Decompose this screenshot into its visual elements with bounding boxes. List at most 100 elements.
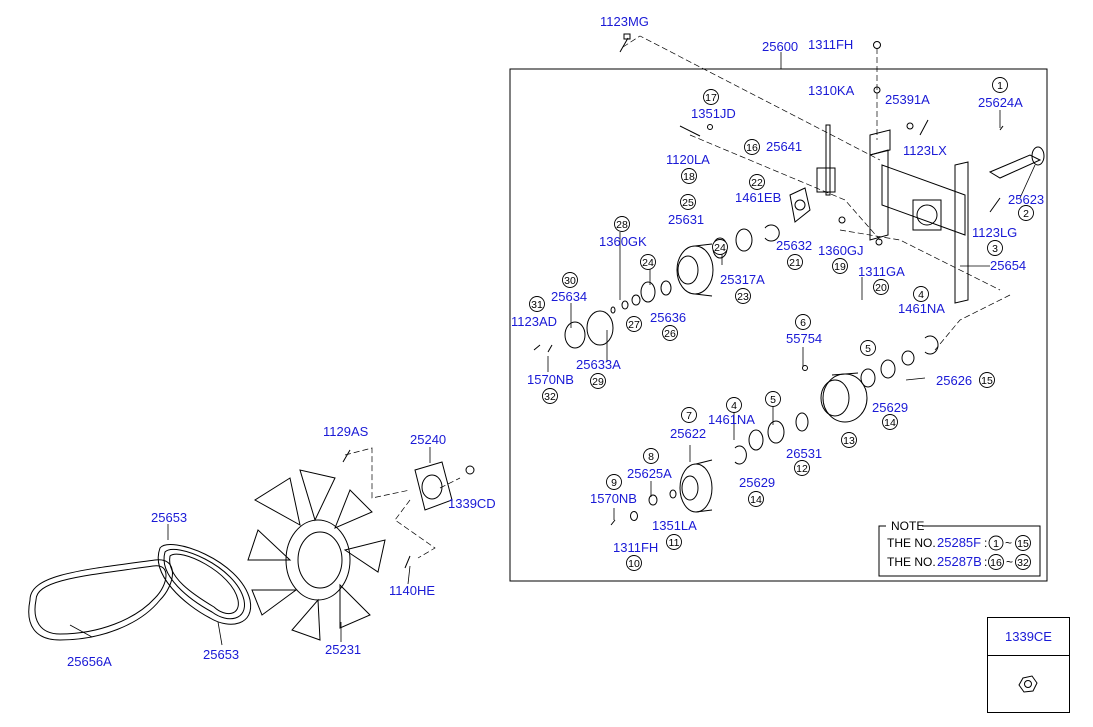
label-1360gj[interactable]: 1360GJ [818, 243, 864, 258]
plug-55754[interactable] [802, 365, 808, 371]
label-25629-a[interactable]: 25629 [872, 400, 908, 415]
washer-1310ka[interactable] [873, 86, 881, 94]
label-25641[interactable]: 25641 [766, 139, 802, 154]
label-1461na-b[interactable]: 1461NA [708, 412, 755, 427]
snap-ring-1461na-b[interactable] [734, 445, 747, 465]
label-1310ka[interactable]: 1310KA [808, 83, 855, 98]
label-1140he[interactable]: 1140HE [389, 583, 435, 598]
label-25633a[interactable]: 25633A [576, 357, 621, 372]
label-1311ga[interactable]: 1311GA [858, 264, 905, 279]
label-25631[interactable]: 25631 [668, 212, 704, 227]
label-25653-top[interactable]: 25653 [151, 510, 187, 525]
pin-1570nb-a[interactable] [547, 344, 553, 353]
bush-26531[interactable] [795, 412, 809, 432]
label-1351jd[interactable]: 1351JD [691, 106, 736, 121]
spacer-25636[interactable] [660, 280, 672, 296]
bolt-1123lx[interactable] [919, 119, 929, 136]
label-55754[interactable]: 55754 [786, 331, 822, 346]
label-25636[interactable]: 25636 [650, 310, 686, 325]
label-1311fh-top[interactable]: 1311FH [808, 37, 853, 52]
label-1120la[interactable]: 1120LA [666, 152, 710, 167]
nut-1360gj[interactable] [838, 216, 846, 224]
label-1570nb-b[interactable]: 1570NB [590, 491, 637, 506]
label-25231[interactable]: 25231 [325, 642, 361, 657]
label-25653-bot[interactable]: 25653 [203, 647, 239, 662]
label-25629-b[interactable]: 25629 [739, 475, 775, 490]
bearing-5b[interactable] [767, 420, 785, 444]
hub-13[interactable] [820, 372, 868, 423]
label-1123ad[interactable]: 1123AD [511, 314, 557, 329]
label-1123lx[interactable]: 1123LX [903, 143, 947, 158]
bolt-1123mg[interactable] [619, 33, 631, 53]
gasket-25633a[interactable] [586, 310, 614, 346]
label-25624a[interactable]: 25624A [978, 95, 1023, 110]
shaft-25623[interactable] [988, 125, 1045, 179]
fan-hub-25240[interactable] [414, 461, 453, 511]
label-1339cd[interactable]: 1339CD [448, 496, 496, 511]
bracket-25632[interactable] [789, 187, 811, 223]
label-25317a[interactable]: 25317A [720, 272, 765, 287]
pulley-25622[interactable] [679, 459, 713, 513]
bolt-1123lg[interactable] [989, 197, 1001, 213]
dashed-leaders [344, 35, 1011, 559]
washer-28[interactable] [610, 306, 616, 314]
snap-ring-1461na-a[interactable] [924, 335, 939, 355]
label-1123lg[interactable]: 1123LG [972, 225, 1017, 240]
inset-1339ce-label[interactable]: 1339CE [988, 618, 1069, 656]
pin-1570nb-b[interactable] [610, 519, 616, 526]
label-25623[interactable]: 25623 [1008, 192, 1044, 207]
svg-text:8: 8 [648, 451, 654, 463]
bolt-1140he[interactable] [404, 555, 411, 569]
cooling-fan-25231[interactable] [247, 469, 386, 641]
note-row2-from: 16 [990, 557, 1002, 569]
cover-25634[interactable] [564, 321, 586, 349]
bearing-5a[interactable] [860, 368, 876, 388]
nut-1311fh-top[interactable] [873, 41, 881, 49]
nut-1351jd[interactable] [707, 124, 713, 130]
label-1570nb-a[interactable]: 1570NB [527, 372, 574, 387]
label-25656a[interactable]: 25656A [67, 654, 112, 669]
seal-25629-a[interactable] [880, 359, 896, 379]
snap-ring-1461eb[interactable] [764, 224, 780, 242]
label-25600[interactable]: 25600 [762, 39, 798, 54]
belt-25656a[interactable] [28, 559, 173, 641]
washer-1360gk[interactable] [621, 300, 629, 310]
label-1123mg[interactable]: 1123MG [600, 14, 649, 29]
label-1360gk[interactable]: 1360GK [599, 234, 647, 249]
label-1461na-a[interactable]: 1461NA [898, 301, 945, 316]
label-1351la[interactable]: 1351LA [652, 518, 697, 533]
label-25625a[interactable]: 25625A [627, 466, 672, 481]
bearing-24[interactable] [640, 281, 656, 303]
label-25654[interactable]: 25654 [990, 258, 1026, 273]
washer-25625a[interactable] [648, 494, 658, 506]
label-25240[interactable]: 25240 [410, 432, 446, 447]
bolt-1129as[interactable] [342, 449, 351, 463]
belt-25653[interactable] [157, 544, 252, 625]
bearing-25317a-b[interactable] [735, 228, 753, 252]
label-25634[interactable]: 25634 [551, 289, 587, 304]
label-26531[interactable]: 26531 [786, 446, 822, 461]
spacer-25626[interactable] [901, 350, 915, 366]
note-row2-part[interactable]: 25287B [937, 554, 982, 569]
label-25632[interactable]: 25632 [776, 238, 812, 253]
callout-19: 19 [832, 258, 848, 274]
idler-pulley-25631[interactable] [676, 243, 714, 297]
pin-1120la[interactable] [679, 125, 701, 137]
washer-27[interactable] [631, 294, 641, 306]
label-1129as[interactable]: 1129AS [323, 424, 369, 439]
nut-1339cd[interactable] [465, 465, 475, 475]
washer-25391a[interactable] [906, 122, 914, 130]
nut-1311fh-bot[interactable] [630, 511, 638, 521]
label-25626[interactable]: 25626 [936, 373, 972, 388]
label-25622[interactable]: 25622 [670, 426, 706, 441]
label-1311fh-bot[interactable]: 1311FH [613, 540, 658, 555]
bracket-plate-25654[interactable] [869, 129, 969, 304]
nut-1311ga[interactable] [875, 238, 883, 246]
seal-25629-b[interactable] [748, 429, 764, 451]
bolt-1123ad[interactable] [533, 344, 541, 351]
washer-1351la[interactable] [669, 489, 677, 499]
note-row1-part[interactable]: 25285F [937, 535, 981, 550]
adjust-rod-25641[interactable] [816, 124, 836, 196]
label-25391a[interactable]: 25391A [885, 92, 930, 107]
label-1461eb[interactable]: 1461EB [735, 190, 781, 205]
